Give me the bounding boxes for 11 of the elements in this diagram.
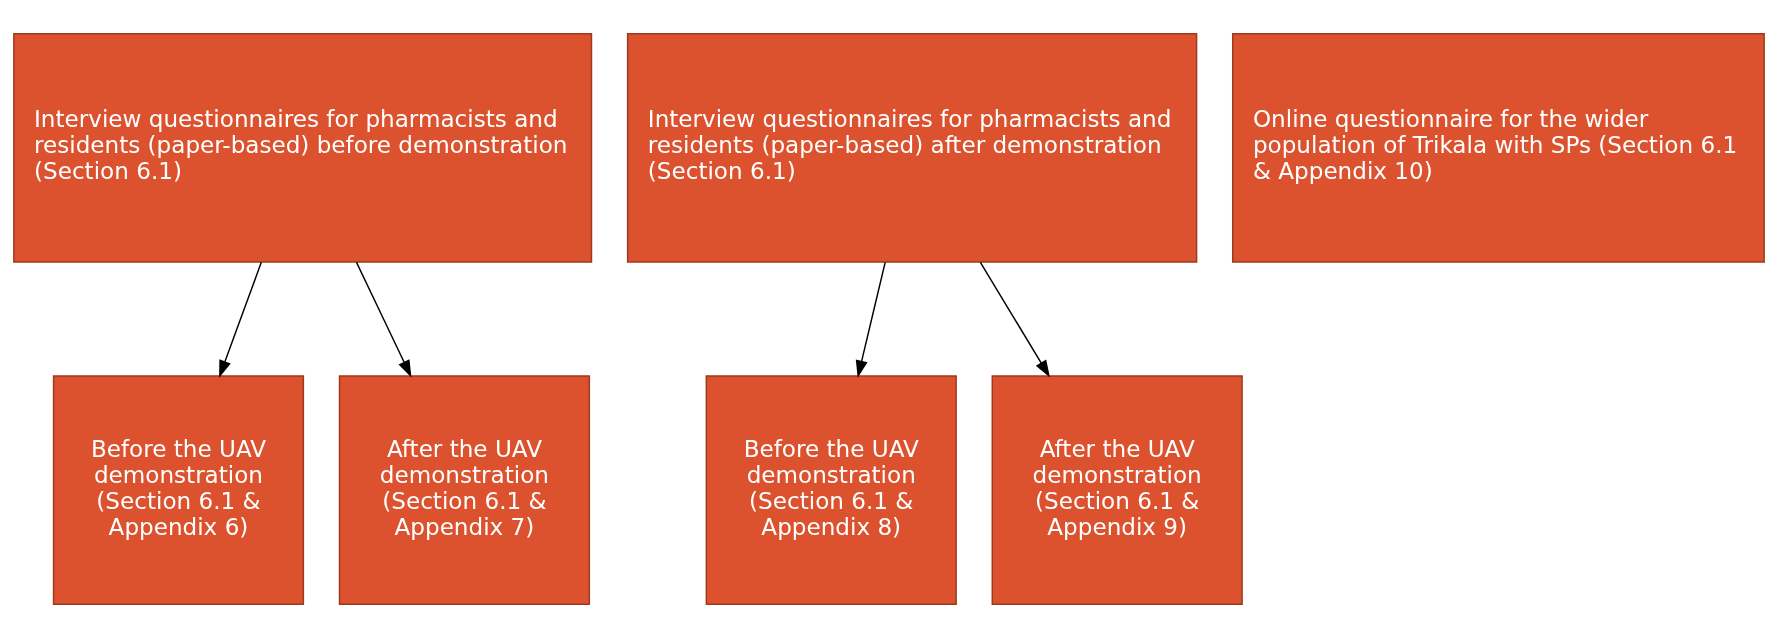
arrow (219, 261, 263, 378)
node-box: Interview questionnaires for pharmacists and residents (paper-based) before demonstration (Section 6.1) (13, 32, 593, 263)
arrow (855, 261, 886, 378)
arrow (979, 261, 1050, 377)
arrow (355, 261, 412, 378)
node-box: After the UAV demonstration (Section 6.1 & Appendix 9) (991, 374, 1243, 605)
node-box: Interview questionnaires for pharmacists and residents (paper-based) after demonstration (Section 6.1) (626, 32, 1198, 263)
node-box: Online questionnaire for the wider population of Trikala with SPs (Section 6.1 & Appendix 10) (1232, 32, 1765, 263)
node-box: Before the UAV demonstration (Section 6.1 & Appendix 8) (705, 374, 957, 605)
node-box: After the UAV demonstration (Section 6.1 & Appendix 7) (338, 374, 591, 605)
node-box: Before the UAV demonstration (Section 6.1 & Appendix 6) (52, 374, 305, 605)
